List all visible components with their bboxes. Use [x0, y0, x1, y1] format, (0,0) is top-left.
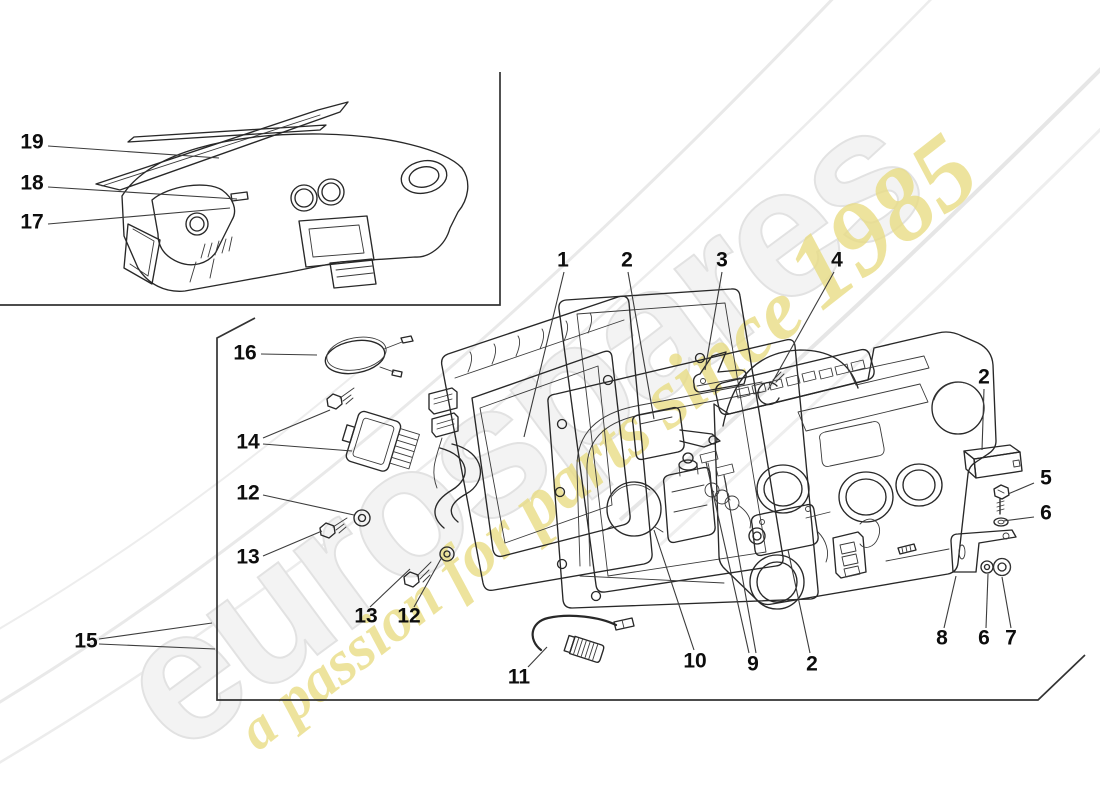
connector-duct-drawing [428, 387, 482, 529]
callout-label-4: 4 [831, 249, 843, 272]
dashboard-inset-drawing [95, 101, 469, 292]
callout-label-16: 16 [233, 342, 256, 365]
callout-label-10: 10 [683, 650, 706, 673]
cable-loop-drawing [324, 335, 414, 378]
callout-label-12: 12 [236, 482, 259, 505]
callout-label-18: 18 [20, 172, 44, 195]
callout-leader-line [527, 646, 548, 668]
callout-leader-line [627, 271, 655, 420]
blower-resistor-drawing [326, 387, 420, 472]
bracket-and-clamp-drawing [692, 351, 785, 406]
inset-callouts: 19 18 17 [20, 131, 238, 234]
right-fasteners-drawing [950, 484, 1017, 577]
callout-label-9: 9 [747, 653, 759, 676]
callout-leader-line [985, 573, 989, 629]
relay-module-drawing [963, 444, 1023, 479]
callout-label-1: 1 [557, 249, 569, 272]
callout-label-19: 19 [20, 131, 43, 154]
callout-leader-line [47, 145, 220, 159]
callout-label-15: 15 [74, 630, 98, 653]
callout-leader-line [981, 388, 985, 451]
callout-leader-line [705, 461, 750, 654]
cable-connector-drawing [531, 614, 635, 663]
main-panel-border [216, 317, 1086, 701]
callout-leader-line [767, 271, 835, 391]
callout-leader-line [262, 409, 331, 439]
callout-leader-line [47, 207, 231, 225]
callout-label-7: 7 [1005, 627, 1017, 650]
heater-unit-drawing [713, 331, 997, 610]
callout-leader-line [787, 549, 811, 654]
callout-leader-line [653, 529, 695, 651]
callout-leader-line [413, 556, 443, 608]
callout-label-6: 6 [978, 627, 990, 650]
callout-label-14: 14 [236, 431, 260, 454]
callout-label-2: 2 [621, 249, 633, 272]
callout-leader-line [1007, 482, 1035, 495]
callout-leader-line [704, 271, 723, 371]
callout-leader-line [1001, 576, 1012, 629]
callout-leader-line [943, 575, 957, 629]
callout-leader-line [262, 494, 355, 516]
callout-label-3: 3 [716, 249, 728, 272]
callout-label-5: 5 [1040, 467, 1052, 490]
callout-label-13: 13 [236, 546, 259, 569]
callout-leader-line [98, 643, 216, 650]
callout-label-6: 6 [1040, 502, 1052, 525]
callout-leader-line [369, 568, 411, 608]
flap-actuator-drawing [631, 406, 721, 461]
evaporator-cover-drawing [440, 295, 653, 592]
callout-label-8: 8 [936, 627, 948, 650]
callout-label-17: 17 [20, 211, 43, 234]
callout-label-12: 12 [397, 605, 420, 628]
callout-label-11: 11 [508, 666, 531, 689]
callout-leader-line [1002, 516, 1035, 522]
callout-leader-line [523, 271, 565, 438]
callout-leader-line [47, 186, 238, 200]
callout-leader-line [262, 530, 323, 557]
callout-leader-line [262, 443, 353, 452]
callout-leader-line [723, 474, 757, 654]
mounting-bracket-drawing [950, 529, 1017, 573]
callout-leader-line [260, 353, 318, 356]
watermark-slogan: apassionforpartssince1985 [201, 112, 999, 771]
callout-label-2: 2 [978, 366, 990, 389]
left-fasteners-drawing [319, 509, 455, 588]
callout-leader-line [98, 622, 213, 640]
inset-panel-border [0, 72, 501, 306]
gasket-frame-drawing [558, 288, 784, 593]
watermark-slogan-text: apassionforpartssince1985 [201, 112, 999, 771]
wiring-harness-drawing [699, 450, 751, 529]
callout-label-2: 2 [806, 653, 818, 676]
callout-label-13: 13 [354, 605, 377, 628]
